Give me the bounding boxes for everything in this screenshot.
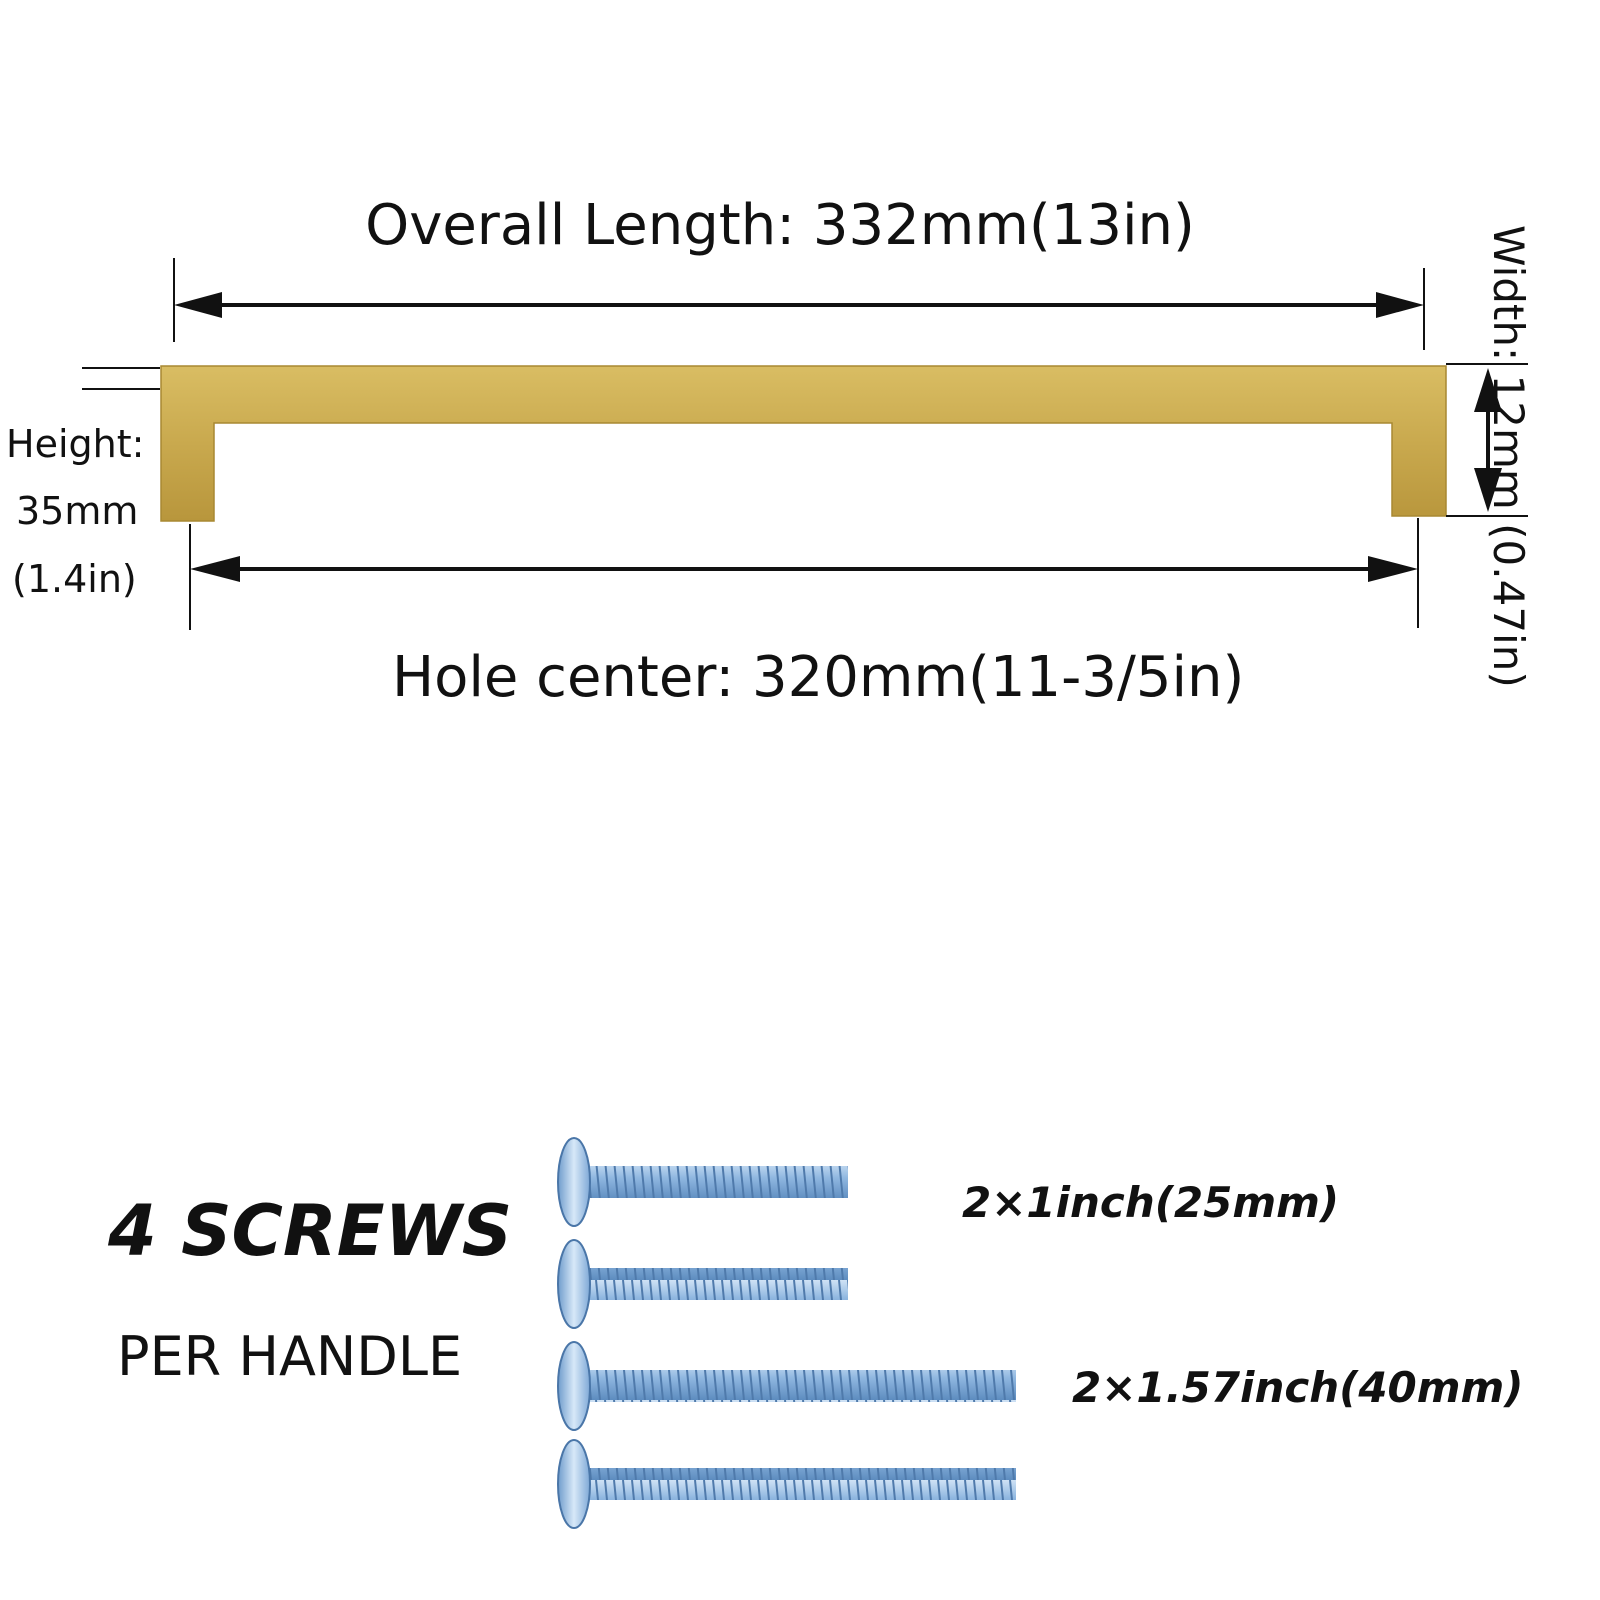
width-label: Width: 12mm (0.47in) [1484, 225, 1533, 688]
hole-center-dimension [189, 518, 1419, 630]
height-in-value: (1.4in) [12, 557, 137, 601]
screws-count-heading: 4 SCREWS [108, 1190, 513, 1272]
height-extension-lines [82, 367, 160, 390]
short-screws-label: 2×1inch(25mm) [962, 1178, 1340, 1227]
height-title: Height: [6, 422, 145, 466]
overall-length-label: Overall Length: 332mm(13in) [365, 193, 1195, 258]
width-dimension [1446, 363, 1528, 517]
short-screw [557, 1137, 848, 1227]
long-screw [557, 1341, 1016, 1431]
hole-center-label: Hole center: 320mm(11-3/5in) [392, 645, 1245, 710]
cabinet-handle [160, 365, 1447, 522]
overall-length-dimension [173, 258, 1425, 350]
short-screw [557, 1239, 848, 1329]
height-mm-value: 35mm [16, 489, 139, 533]
long-screws-label: 2×1.57inch(40mm) [1072, 1363, 1524, 1412]
per-handle-subheading: PER HANDLE [117, 1325, 463, 1388]
long-screw [557, 1439, 1016, 1529]
